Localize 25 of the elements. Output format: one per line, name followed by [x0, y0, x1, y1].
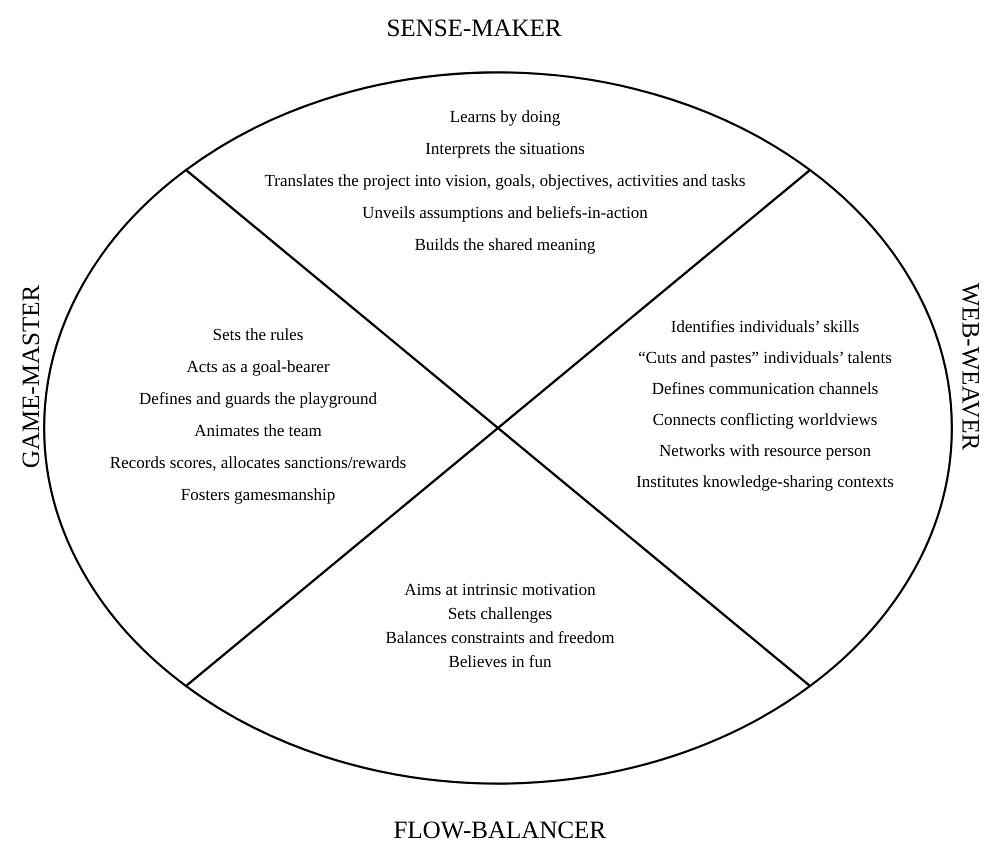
role-description: Sets the rules [212, 324, 304, 346]
role-description: Sets challenges [446, 603, 554, 625]
role-heading: FLOW-BALANCER [394, 818, 606, 842]
role-description: Builds the shared meaning [414, 234, 596, 256]
role-description: Interprets the situations [424, 138, 586, 160]
role-description: Fosters gamesmanship [180, 484, 336, 506]
role-description: Institutes knowledge-sharing contexts [635, 471, 895, 493]
role-description: Defines and guards the playground [138, 388, 378, 410]
role-description: Networks with resource person [658, 440, 872, 462]
role-description: Learns by doing [448, 106, 562, 128]
role-description: Aims at intrinsic motivation [403, 579, 597, 601]
role-description: Identifies individuals’ skills [670, 316, 860, 338]
role-description: Translates the project into vision, goals, objectives, activities and tasks [264, 170, 746, 192]
role-heading: GAME-MASTER [18, 284, 44, 468]
role-description: Animates the team [193, 420, 323, 442]
role-heading: SENSE-MAKER [386, 16, 562, 40]
role-description: Records scores, allocates sanctions/rewards [108, 452, 408, 474]
role-description: Balances constraints and freedom [384, 627, 616, 649]
role-description: Unveils assumptions and beliefs-in-action [361, 202, 649, 224]
role-description: Defines communication channels [650, 378, 880, 400]
role-description: Believes in fun [448, 651, 552, 673]
role-description: “Cuts and pastes” individuals’ talents [637, 347, 893, 369]
role-description: Acts as a goal-bearer [185, 356, 330, 378]
role-description: Connects conflicting worldviews [652, 409, 878, 431]
role-heading: WEB-WEAVER [957, 282, 982, 450]
